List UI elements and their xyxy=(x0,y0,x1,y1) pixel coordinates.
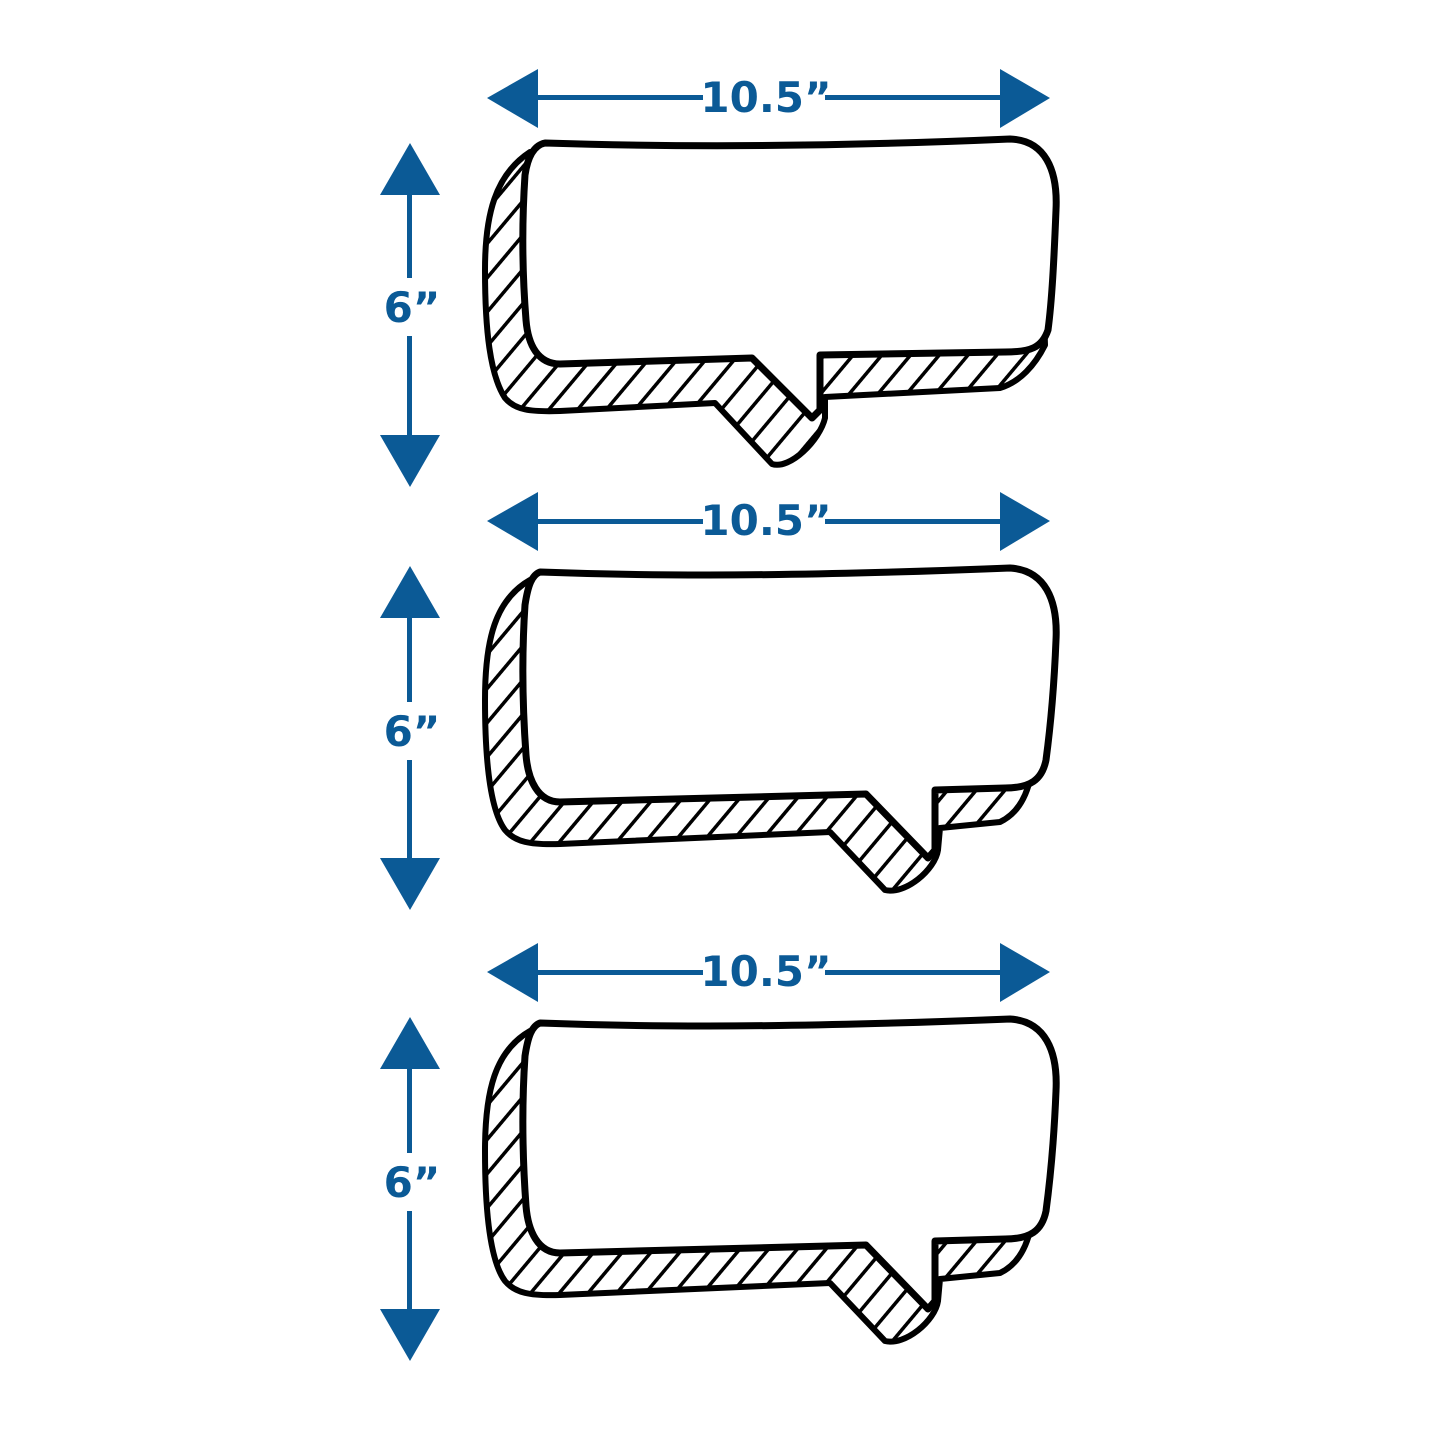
width-arrow-2 xyxy=(487,492,1050,551)
width-label-2: 10.5” xyxy=(700,496,831,545)
speech-bubble-1 xyxy=(485,139,1056,465)
width-arrow-3 xyxy=(487,943,1050,1002)
height-arrow-2 xyxy=(380,566,440,910)
speech-bubble-2 xyxy=(485,568,1056,891)
speech-bubble-3 xyxy=(485,1019,1056,1342)
height-label-2: 6” xyxy=(384,707,441,756)
width-label-1: 10.5” xyxy=(700,73,831,122)
width-arrow-1 xyxy=(487,69,1050,128)
height-label-3: 6” xyxy=(384,1158,441,1207)
width-label-3: 10.5” xyxy=(700,947,831,996)
height-arrow-1 xyxy=(380,143,440,487)
height-arrow-3 xyxy=(380,1017,440,1361)
height-label-1: 6” xyxy=(384,283,441,332)
